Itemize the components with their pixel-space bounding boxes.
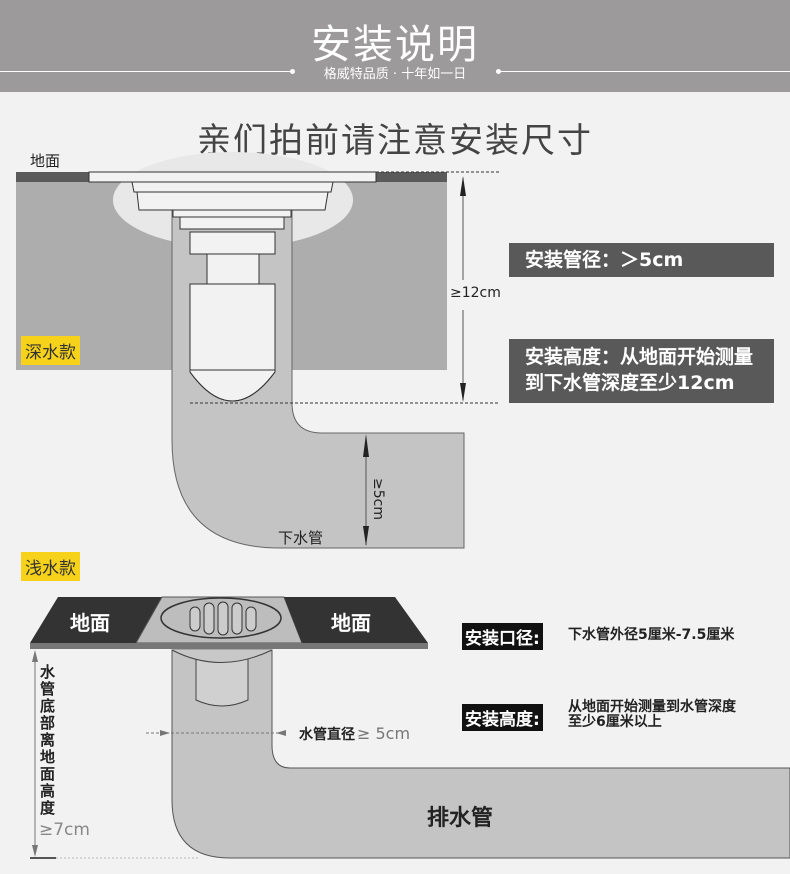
floor-left-panel	[30, 597, 162, 643]
info-diameter-box: 安装管径：＞5cm	[509, 243, 774, 277]
pipe-diameter-label: 水管直径	[299, 727, 355, 743]
header-divider-left	[0, 71, 290, 72]
shallow-model-tag: 浅水款	[21, 552, 80, 581]
vertical-dimension-label: ≥7cm	[39, 820, 90, 840]
drain-pipe-shallow	[171, 649, 790, 859]
floor-right-panel	[284, 597, 428, 643]
info-height-line2: 到下水管深度至少12cm	[525, 372, 735, 394]
info-height-line1: 安装高度：从地面开始测量	[525, 346, 754, 368]
spec-diameter-tag: 安装口径:	[462, 623, 543, 650]
spec-height-line2: 至少6厘米以上	[568, 714, 662, 730]
drain-pipe-label: 排水管	[427, 806, 494, 831]
header-subtitle: 格威特品质 · 十年如一日	[323, 67, 467, 82]
pipe-dimension-label: ≥5cm	[370, 478, 386, 520]
pipe-label: 下水管	[278, 529, 324, 547]
header-dot-left	[290, 69, 295, 74]
spec-height-line1: 从地面开始测量到水管深度	[568, 699, 736, 715]
info-height-box: 安装高度：从地面开始测量 到下水管深度至少12cm	[509, 339, 774, 403]
header-divider-right	[500, 71, 790, 72]
header-banner: 安装说明 格威特品质 · 十年如一日	[0, 0, 790, 92]
floor-right-label: 地面	[331, 611, 371, 635]
spec-diameter-text: 下水管外径5厘米-7.5厘米	[568, 627, 735, 643]
floor-label: 地面	[30, 152, 61, 170]
header-title: 安装说明	[311, 22, 479, 68]
vertical-height-label: 水管底部离地面高度	[40, 663, 56, 817]
deep-model-tag: 深水款	[21, 336, 80, 365]
info-diameter-text: 安装管径：＞5cm	[525, 249, 684, 271]
floor-left-label: 地面	[70, 611, 110, 635]
pipe-diameter-value: ≥ 5cm	[357, 724, 411, 743]
spec-height-tag: 安装高度:	[462, 704, 543, 731]
header-dot-right	[496, 69, 501, 74]
depth-dimension-label: ≥12cm	[450, 285, 501, 301]
